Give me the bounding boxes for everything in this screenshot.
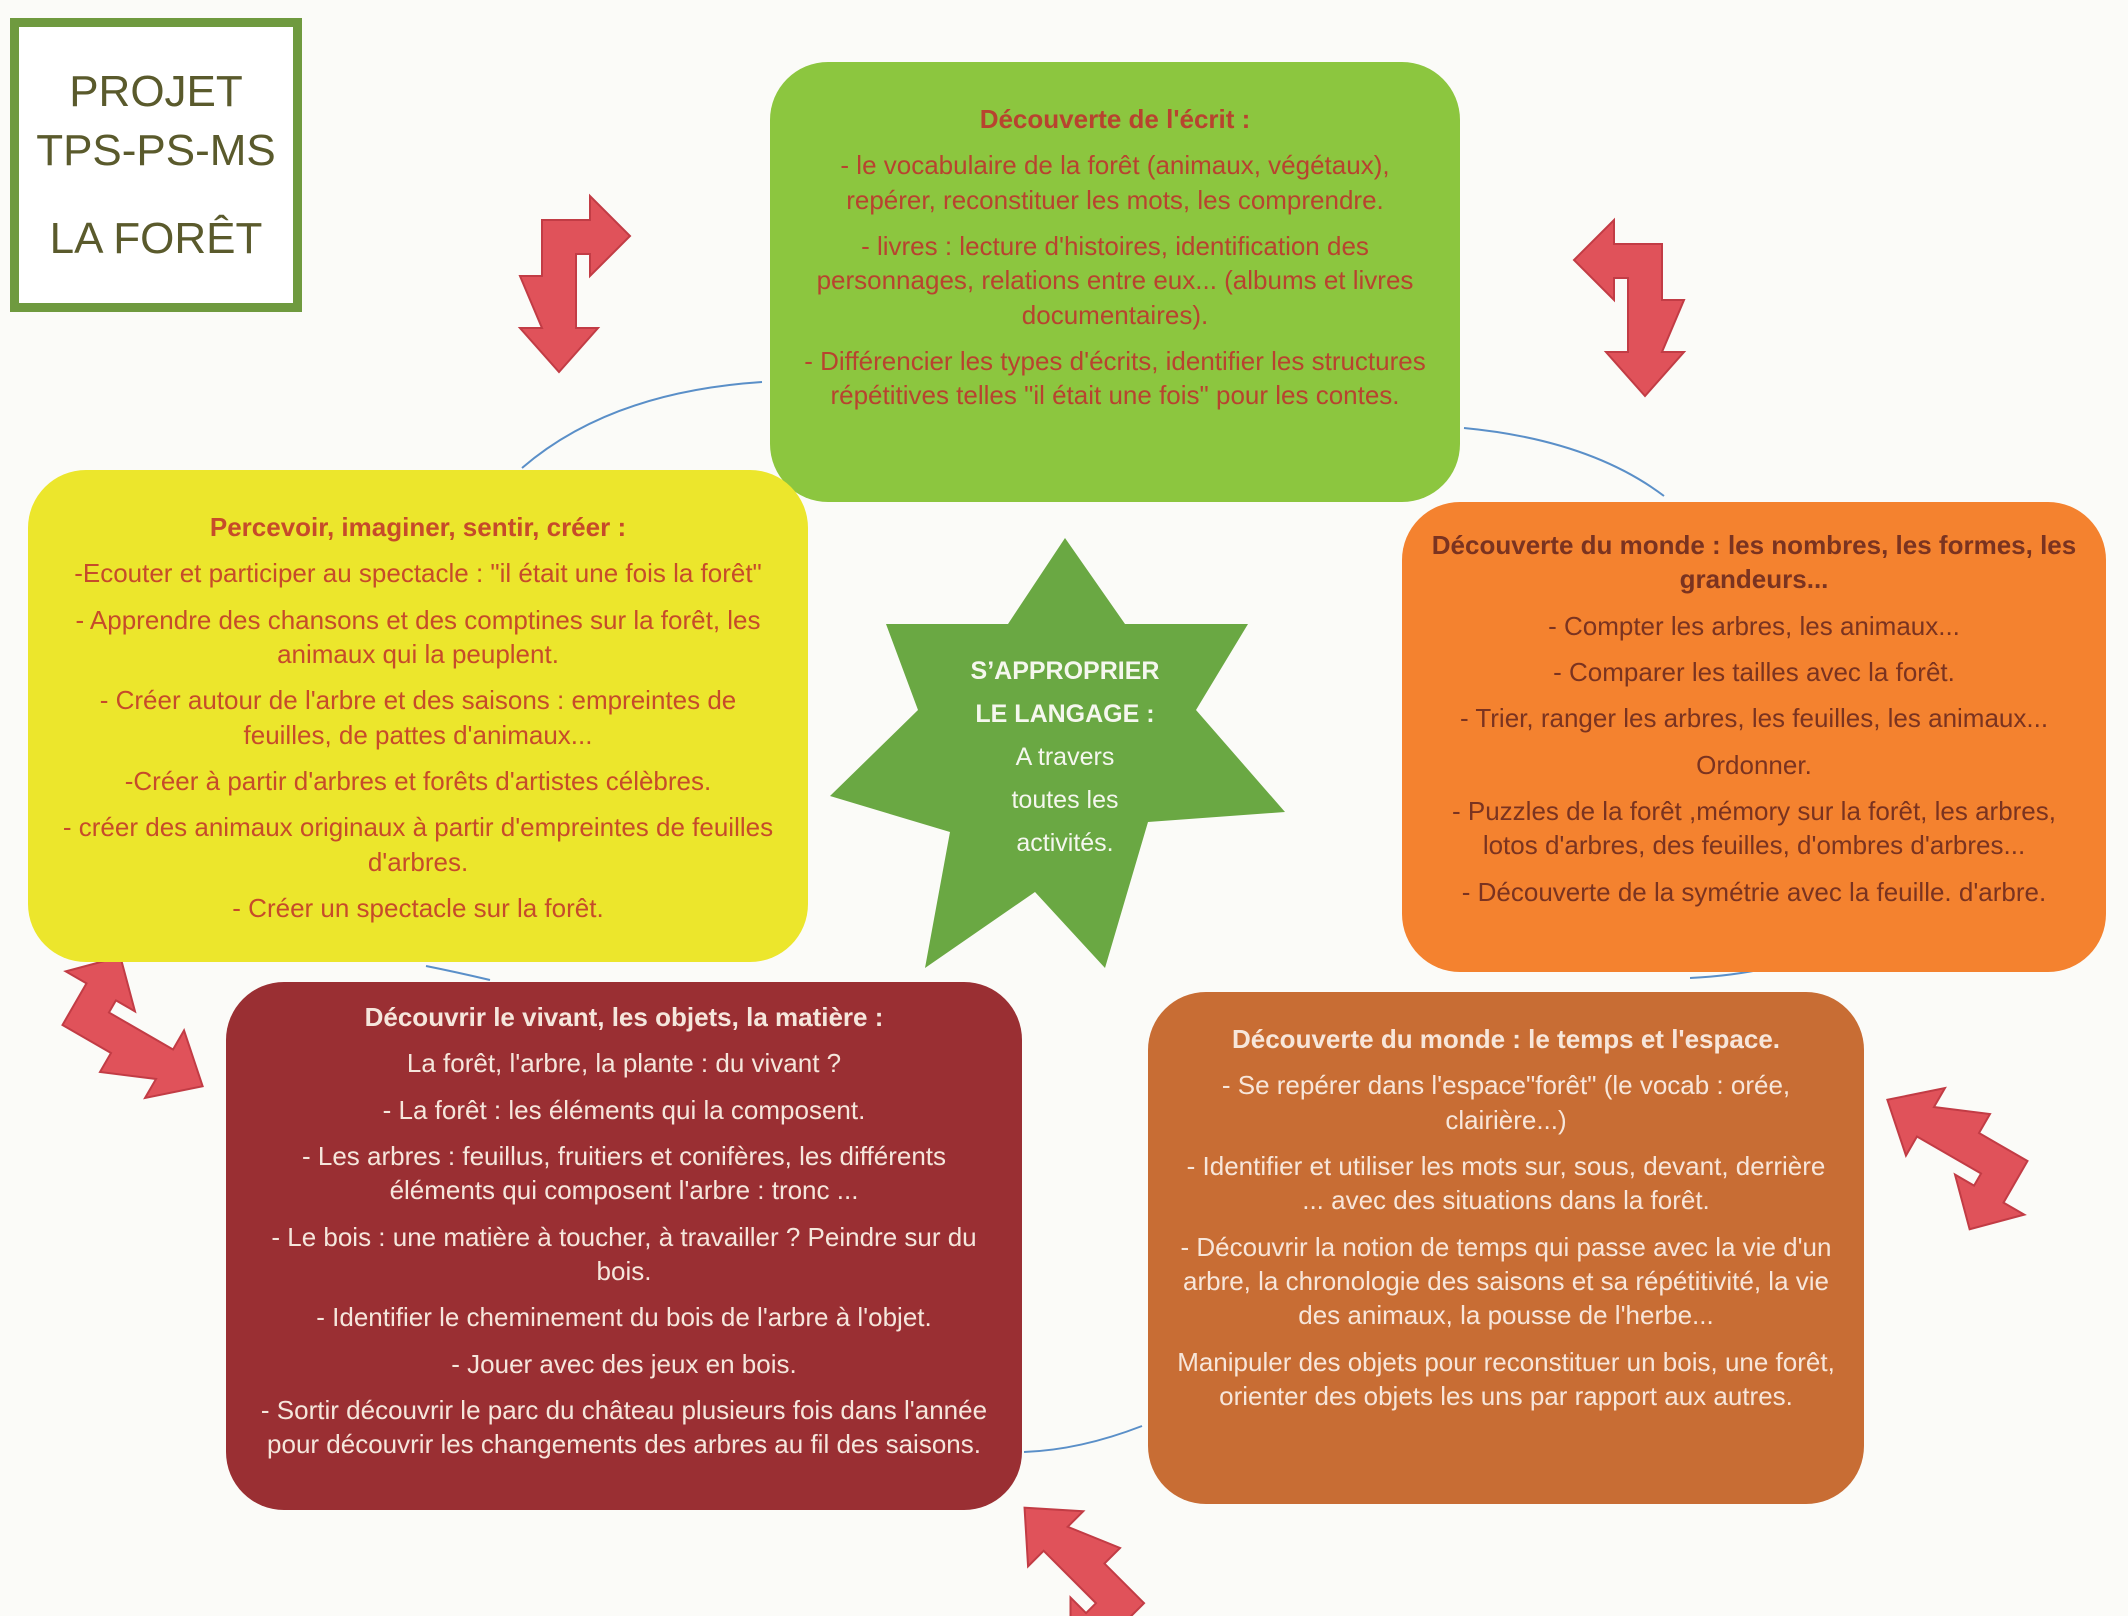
panel-item: - Découverte de la symétrie avec la feui… [1461, 876, 2047, 907]
panel-nombres-formes: Découverte du monde : les nombres, les f… [1402, 502, 2106, 972]
center-text: toutes les [1011, 786, 1119, 814]
project-title-line: PROJET [69, 66, 243, 116]
panel-item: - créer des animaux originaux à partir d… [62, 812, 774, 877]
panel-title: Découverte de l'écrit : [979, 104, 1251, 134]
panel-item: - Découvrir la notion de temps qui passe… [1180, 1231, 1832, 1331]
panel-item: - livres : lecture d'histoires, identifi… [816, 230, 1414, 330]
bent-arrow-icon [1850, 1065, 2061, 1251]
panel-item: - Différencier les types d'écrits, ident… [804, 345, 1426, 411]
bent-arrow-icon [519, 195, 631, 373]
connector-curve [1023, 1425, 1143, 1453]
panel-item: - Se repérer dans l'espace"forêt" (le vo… [1221, 1070, 1791, 1135]
panel-item: - Le bois : une matière à toucher, à tra… [271, 1221, 977, 1286]
project-title-line: LA FORÊT [49, 213, 263, 263]
center-heading: S’APPROPRIER [970, 657, 1160, 685]
panel-title: Découverte du monde : le temps et l'espa… [1231, 1024, 1781, 1054]
panel-percevoir-creer: Percevoir, imaginer, sentir, créer : -Ec… [28, 470, 808, 962]
panel-item: - Les arbres : feuillus, fruitiers et co… [301, 1140, 947, 1206]
panel-item: - Identifier le cheminement du bois de l… [316, 1302, 932, 1333]
panel-item: - Comparer les tailles avec la forêt. [1553, 656, 1955, 687]
panel-item: - Sortir découvrir le parc du château pl… [260, 1394, 988, 1460]
center-heading: LE LANGAGE : [975, 700, 1155, 728]
center-star-text: S’APPROPRIER LE LANGAGE : A travers tout… [830, 650, 1300, 865]
bent-arrow-icon [29, 935, 240, 1121]
project-title-box: PROJET TPS-PS-MS LA FORÊT [10, 18, 302, 312]
panel-item: - Puzzles de la forêt ,mémory sur la for… [1452, 795, 2056, 861]
panel-item: -Créer à partir d'arbres et forêts d'art… [124, 765, 712, 796]
connector-curve [1463, 427, 1665, 497]
panel-item: - Jouer avec des jeux en bois. [451, 1348, 797, 1379]
center-star: S’APPROPRIER LE LANGAGE : A travers tout… [830, 532, 1300, 972]
panel-item: Manipuler des objets pour reconstituer u… [1177, 1346, 1835, 1411]
panel-item: Ordonner. [1696, 749, 1812, 780]
panel-item: - le vocabulaire de la forêt (animaux, v… [840, 150, 1390, 215]
panel-vivant-objets-matiere: Découvrir le vivant, les objets, la mati… [226, 982, 1022, 1510]
connector-curve [425, 965, 491, 981]
bent-arrow-icon [973, 1479, 1178, 1616]
panel-title: Percevoir, imaginer, sentir, créer : [209, 512, 627, 542]
panel-decouverte-ecrit: Découverte de l'écrit : - le vocabulaire… [770, 62, 1460, 502]
panel-item: - Trier, ranger les arbres, les feuilles… [1459, 703, 2049, 734]
star-shape [830, 538, 1285, 968]
panel-item: - Identifier et utiliser les mots sur, s… [1186, 1150, 1826, 1216]
project-title-line: TPS-PS-MS [36, 126, 276, 176]
panel-temps-espace: Découverte du monde : le temps et l'espa… [1148, 992, 1864, 1504]
panel-title: Découverte du monde : les nombres, les f… [1431, 530, 2077, 595]
panel-item: - Créer un spectacle sur la forêt. [232, 892, 604, 923]
panel-item: - Créer autour de l'arbre et des saisons… [99, 685, 737, 750]
panel-item: - La forêt : les éléments qui la compose… [382, 1094, 866, 1125]
bent-arrow-icon [1573, 219, 1685, 397]
center-text: activités. [1016, 829, 1114, 857]
panel-item: - Apprendre des chansons et des comptine… [75, 604, 761, 669]
panel-title: Découvrir le vivant, les objets, la mati… [364, 1002, 884, 1032]
connector-curve [521, 381, 763, 469]
center-text: A travers [1015, 743, 1115, 771]
panel-item: La forêt, l'arbre, la plante : du vivant… [406, 1048, 842, 1079]
panel-item: - Compter les arbres, les animaux... [1548, 610, 1960, 641]
panel-item: -Ecouter et participer au spectacle : "i… [74, 558, 762, 589]
